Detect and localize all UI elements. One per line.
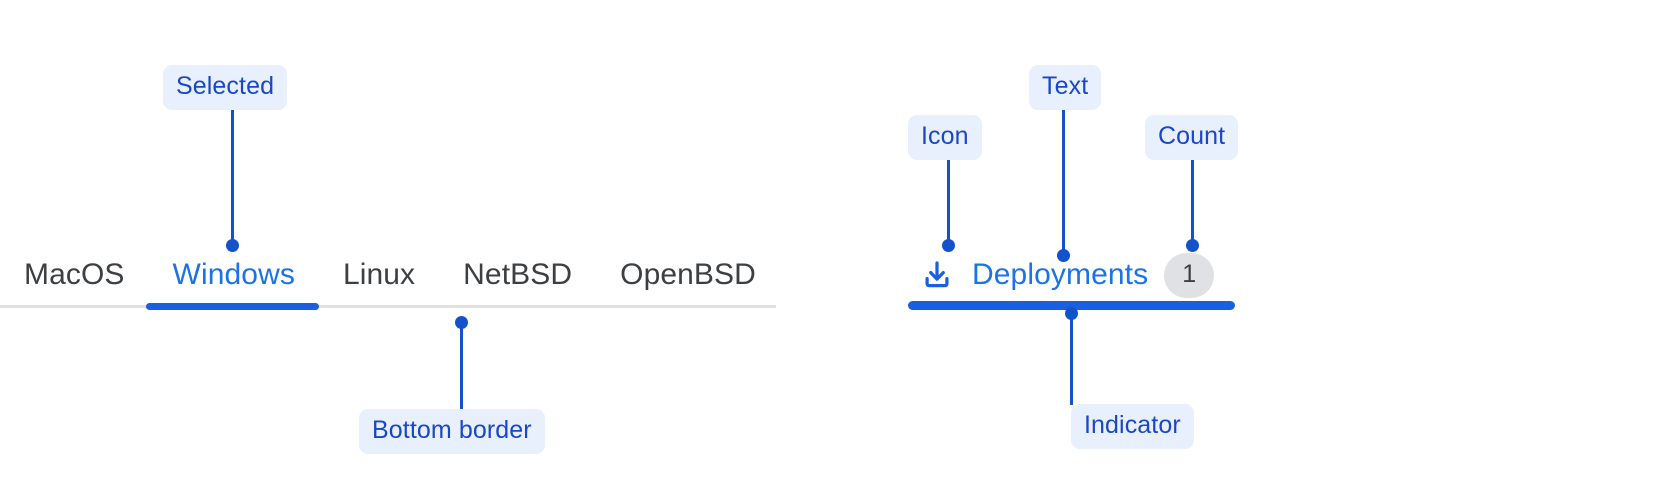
annotation-dot-text bbox=[1057, 249, 1070, 262]
tab-list: MacOS Windows Linux NetBSD OpenBSD bbox=[0, 245, 780, 305]
tab-label: OpenBSD bbox=[620, 258, 756, 291]
tab-label: Deployments bbox=[972, 258, 1149, 291]
tab-netbsd[interactable]: NetBSD bbox=[439, 260, 596, 290]
tab-openbsd[interactable]: OpenBSD bbox=[596, 260, 780, 290]
tab-count-badge: 1 bbox=[1164, 252, 1215, 298]
tab-label: MacOS bbox=[24, 258, 125, 291]
tab-strip-bottom-border bbox=[0, 305, 776, 308]
tab-deployments[interactable]: Deployments 1 bbox=[908, 245, 1226, 305]
tab-selected-indicator bbox=[908, 301, 1235, 310]
tab-linux[interactable]: Linux bbox=[319, 260, 439, 290]
tab-label: NetBSD bbox=[463, 258, 573, 291]
tab-strip-os: MacOS Windows Linux NetBSD OpenBSD bbox=[0, 245, 776, 320]
tab-macos[interactable]: MacOS bbox=[0, 260, 149, 290]
annotation-leader-line-selected bbox=[231, 110, 234, 245]
annotation-label-selected: Selected bbox=[163, 65, 288, 110]
tab-label: Linux bbox=[342, 258, 416, 291]
annotation-label-indicator: Indicator bbox=[1071, 404, 1194, 449]
tab-selected-underline bbox=[146, 303, 319, 310]
download-icon bbox=[920, 258, 954, 292]
annotation-leader-line-text bbox=[1062, 110, 1065, 255]
annotation-dot-icon bbox=[942, 239, 955, 252]
annotation-leader-line-count bbox=[1191, 160, 1194, 245]
annotation-label-bottom-border: Bottom border bbox=[359, 409, 545, 454]
annotation-leader-line-bottom-border bbox=[460, 322, 463, 411]
tab-windows[interactable]: Windows bbox=[149, 260, 319, 290]
annotation-label-count: Count bbox=[1145, 115, 1239, 160]
annotation-dot-selected bbox=[226, 239, 239, 252]
annotation-label-text: Text bbox=[1029, 65, 1102, 110]
annotation-leader-line-indicator bbox=[1070, 313, 1073, 405]
annotation-dot-count bbox=[1186, 239, 1199, 252]
annotation-leader-line-icon bbox=[947, 160, 950, 245]
tab-label: Windows bbox=[172, 258, 295, 291]
annotation-label-icon: Icon bbox=[908, 115, 982, 160]
